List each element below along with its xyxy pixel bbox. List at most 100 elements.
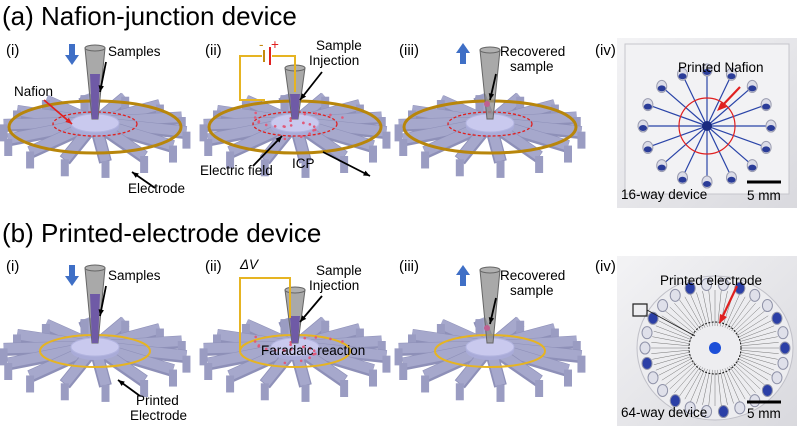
samples-pointer-head xyxy=(98,85,104,92)
ion-dot xyxy=(308,356,311,360)
photo-well-fill xyxy=(639,125,647,131)
photo-b-channel xyxy=(690,294,706,328)
photo-b-well xyxy=(669,394,681,408)
photo-b-channel xyxy=(652,336,690,344)
photo-b-well xyxy=(657,383,669,397)
photo-b-channel xyxy=(674,303,699,332)
photo-b-channel xyxy=(739,330,777,342)
ion-dot xyxy=(341,116,344,119)
photo-well-fill xyxy=(748,85,757,92)
ion-dot xyxy=(313,128,317,132)
photo-16-way-image xyxy=(617,38,797,208)
samples-label: Samples xyxy=(108,44,161,59)
photo-channel xyxy=(651,105,708,127)
device-b-iii xyxy=(394,265,586,402)
recovered-drop xyxy=(484,101,490,107)
photo-b-channel xyxy=(740,349,779,354)
icp-pointer xyxy=(322,151,371,177)
ion-dot xyxy=(283,137,287,141)
ion-dot xyxy=(273,349,277,352)
photo-b-channel xyxy=(679,366,701,397)
photo-b-channel xyxy=(719,369,728,405)
device-64-way-label: 64-way device xyxy=(621,405,708,420)
photo-b-channel xyxy=(655,356,692,371)
photo-b-channel xyxy=(702,291,711,327)
section-b-heading: (b) Printed-electrode device xyxy=(2,218,322,248)
photo-b-channel xyxy=(696,292,708,328)
recovered-sample-label-b-1: Recovered xyxy=(500,268,566,283)
panel-a-ii-label: (ii) xyxy=(205,42,222,59)
pipette-rim xyxy=(479,266,501,274)
photo-b-well xyxy=(647,371,659,385)
photo-b-channel xyxy=(665,311,696,335)
scale-bar-label-a: 5 mm xyxy=(747,188,781,203)
ion-dot xyxy=(308,132,311,136)
ion-dot xyxy=(283,125,286,128)
photo-b-channel xyxy=(653,354,691,366)
photo-b-channel xyxy=(653,330,691,342)
photo-b-channel xyxy=(684,296,703,329)
photo-b-channel xyxy=(727,296,746,329)
photo-b-electrode xyxy=(688,321,742,375)
photo-b-well xyxy=(777,326,789,340)
photo-b-channel xyxy=(684,367,703,400)
photo-b-channel xyxy=(658,358,693,376)
ion-dot xyxy=(253,116,257,119)
photo-64-way-channels xyxy=(636,275,794,421)
photo-well-fill xyxy=(727,176,736,183)
ion-dot xyxy=(302,345,305,349)
sample-injection-label-1: Sample xyxy=(316,38,362,53)
pipette-rim xyxy=(84,44,106,52)
photo-channel xyxy=(651,125,708,147)
ion-dot xyxy=(254,111,257,115)
photo-b-channel xyxy=(731,303,756,332)
photo-well-fill xyxy=(762,103,771,110)
photo-b-channel xyxy=(655,325,692,340)
panel-a-i-label: (i) xyxy=(6,42,20,59)
photo-b-well xyxy=(641,356,653,370)
samples-label-b: Samples xyxy=(108,268,161,283)
ion-dot xyxy=(314,336,318,339)
direction-arrow-head xyxy=(65,276,79,286)
photo-b-channel xyxy=(740,342,779,347)
recovered-sample-label-1: Recovered xyxy=(500,44,566,59)
photo-nafion-ring xyxy=(678,97,736,155)
photo-b-channel xyxy=(731,364,756,393)
photo-b-channel xyxy=(669,306,697,333)
photo-b-channel xyxy=(736,360,769,381)
direction-arrow-shaft xyxy=(460,52,466,64)
ion-dot xyxy=(302,121,305,125)
recovered-sample-label-b-2: sample xyxy=(510,283,554,298)
photo-b-channel xyxy=(737,358,772,376)
photo-b-channel xyxy=(734,361,765,385)
photo-well-fill xyxy=(657,85,666,92)
ion-dot xyxy=(273,125,277,128)
photo-b-well xyxy=(734,401,746,415)
polarity-minus: - xyxy=(259,37,264,52)
photo-b-channel xyxy=(702,369,711,405)
injection-pointer-head xyxy=(300,93,307,100)
photo-channel xyxy=(706,125,763,147)
photo-b-well xyxy=(761,383,773,397)
photo-b-well xyxy=(717,277,729,291)
photo-16-way-channels xyxy=(637,63,777,189)
photo-channel xyxy=(683,77,708,127)
photo-well-fill xyxy=(678,176,687,183)
panel-b-ii-label: (ii) xyxy=(205,258,222,275)
photo-b-channel xyxy=(658,320,693,338)
photo-well-fill xyxy=(643,103,652,110)
panel-a-iii-label: (iii) xyxy=(399,42,419,59)
photo-b-channel xyxy=(733,306,761,333)
photo-b-center xyxy=(709,342,721,354)
photo-channel xyxy=(706,77,731,127)
ion-dot xyxy=(254,335,257,339)
direction-arrow-shaft xyxy=(69,265,75,277)
photo-b-well xyxy=(717,405,729,419)
device-b-ii xyxy=(199,286,391,402)
photo-b-channel xyxy=(729,299,751,330)
device-a-iii xyxy=(394,43,586,178)
pipette-rim xyxy=(479,46,501,54)
wire-b xyxy=(239,277,291,350)
sample-fluid xyxy=(90,74,100,119)
